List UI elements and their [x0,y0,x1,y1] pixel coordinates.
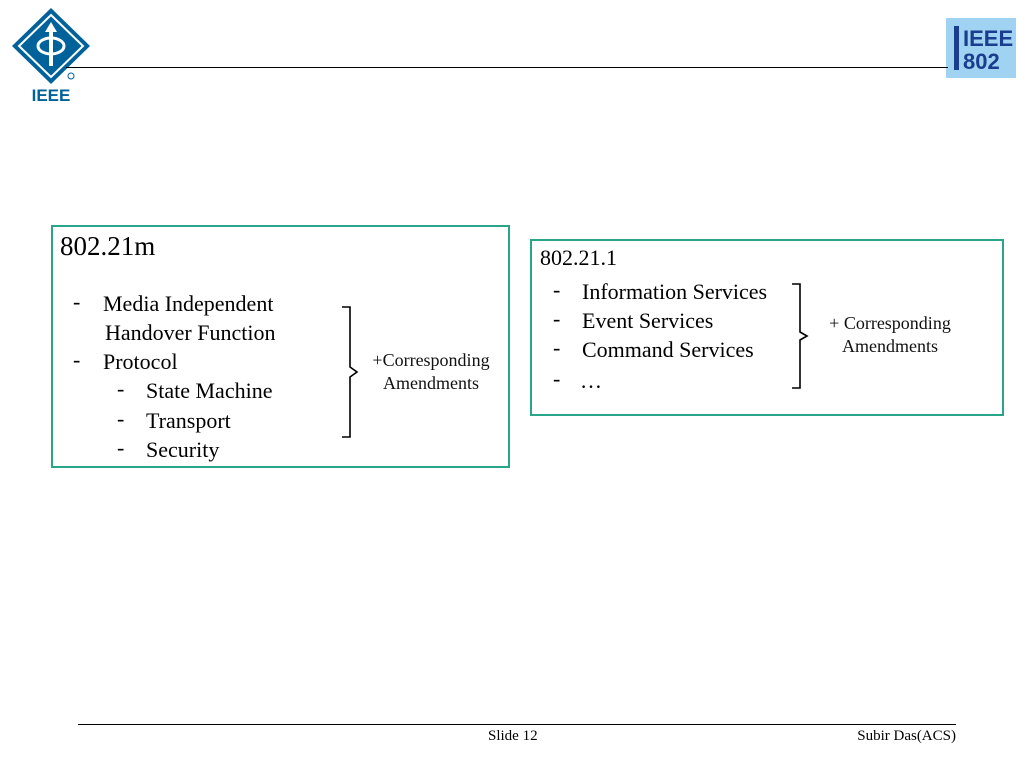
ieee-802-logo: IEEE 802 [946,18,1016,78]
list-item: Security [146,437,220,462]
list-bullet: - [73,347,81,372]
amendments-line: + Corresponding [829,313,951,333]
list-bullet: - [553,277,561,302]
header-divider [66,67,948,68]
list-item: Transport [146,408,231,433]
ieee-802-logo-line-1: IEEE [963,26,1013,51]
list-item: Event Services [582,308,714,333]
ieee-802-logo-line-2: 802 [963,49,1000,74]
panel-title-802-21m: 802.21m [60,231,156,261]
footer-divider [78,724,956,725]
panel-title-802-21-1: 802.21.1 [540,245,617,270]
panel-802-21-1 [530,239,1004,416]
ieee-logo-text: IEEE [32,86,71,104]
amendments-line: Amendments [383,373,479,393]
list-bullet: - [117,376,125,401]
list-item: Media Independent [103,291,274,316]
right-brace-icon [792,283,809,389]
footer-author: Subir Das(ACS) [857,728,956,744]
list-bullet: - [553,366,561,391]
amendments-note: +Corresponding Amendments [361,349,501,395]
list-item: Protocol [103,349,178,374]
right-brace-icon [342,306,359,438]
list-bullet: - [73,289,81,314]
ieee-logo: IEEE [8,6,94,105]
amendments-line: +Corresponding [372,350,490,370]
ieee-802-logo-icon: IEEE 802 [954,26,1013,74]
amendments-line: Amendments [842,336,938,356]
amendments-note: + Corresponding Amendments [815,312,965,358]
list-item: … [580,368,602,393]
list-item: State Machine [146,378,273,403]
list-bullet: - [117,406,125,431]
panel-802-21m [51,225,510,468]
list-bullet: - [553,306,561,331]
list-bullet: - [117,435,125,460]
list-item: Information Services [582,279,768,304]
list-item: Handover Function [105,320,276,345]
list-bullet: - [553,335,561,360]
slide-number: Slide 12 [488,728,538,744]
list-item: Command Services [582,337,754,362]
ieee-diamond-icon: IEEE [12,8,90,105]
